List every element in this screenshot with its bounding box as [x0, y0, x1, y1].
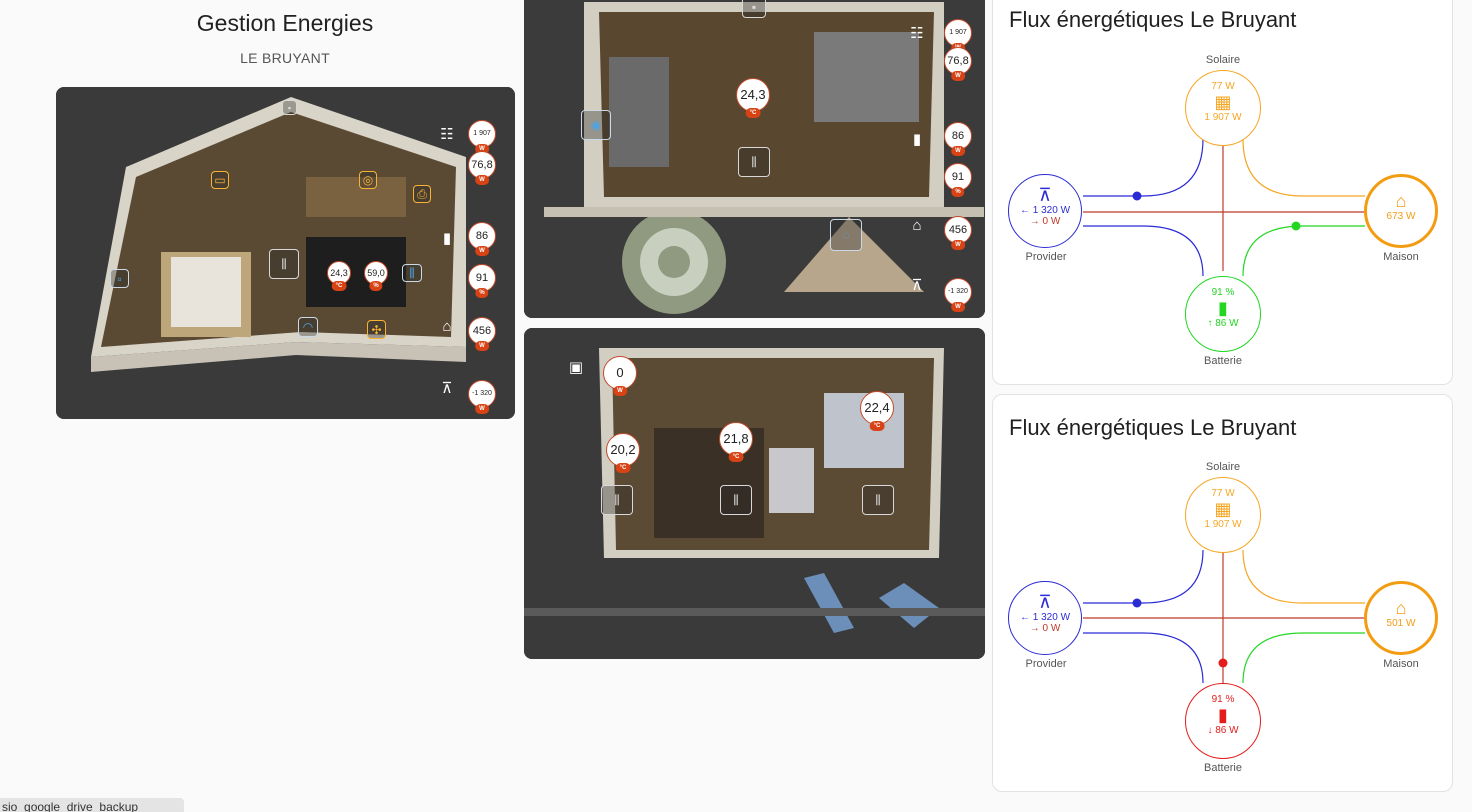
solar-panel-icon[interactable]: ☷: [440, 126, 454, 143]
floorplan-main-image: [56, 87, 515, 419]
badge-temp-left[interactable]: 20,2°C: [606, 433, 640, 473]
battery-charging-icon: ▮: [1218, 298, 1228, 318]
badge-temp[interactable]: 24,3°C: [736, 78, 770, 118]
wifi-icon[interactable]: ◠: [298, 317, 318, 337]
battery-label: Batterie: [1204, 355, 1242, 367]
camera-icon[interactable]: ◉: [581, 110, 611, 140]
power-meter-icon[interactable]: ▣: [568, 359, 584, 376]
solar-label: Solaire: [1205, 54, 1241, 66]
speaker-icon[interactable]: ▪: [742, 0, 766, 18]
battery-discharging-icon: ▮: [1218, 705, 1228, 725]
badge-humidity[interactable]: 59,0%: [364, 261, 388, 291]
washer-icon[interactable]: ◎: [359, 171, 377, 189]
tv-icon[interactable]: ▭: [211, 171, 229, 189]
grid-pylon-icon[interactable]: ⊼: [441, 380, 453, 397]
dashboard-header: Gestion Energies LE BRUYANT: [56, 0, 514, 66]
snackbar: sio_google_drive_backup: [0, 798, 184, 812]
battery-icon[interactable]: ▮: [912, 131, 922, 148]
card-title: Flux énergétiques Le Bruyant: [1009, 415, 1297, 440]
page-subtitle: LE BRUYANT: [240, 50, 330, 66]
badge-temp-right[interactable]: 22,4°C: [860, 391, 894, 431]
grid-label: Provider: [1025, 251, 1067, 263]
house-icon[interactable]: ⌂: [442, 317, 452, 335]
battery-icon[interactable]: ▮: [442, 230, 452, 247]
badge-battery-soc[interactable]: 91%: [468, 264, 496, 298]
grid-pylon-icon: ⊼: [1038, 592, 1052, 612]
flow-lines: [1083, 549, 1365, 684]
fan-icon[interactable]: ✣: [367, 320, 386, 339]
energy-flow-card-1: Flux énergétiques Le Bruyant Solaire 77 …: [992, 0, 1453, 385]
battery-node[interactable]: 91 % ▮ ↓ 86 W: [1185, 683, 1261, 759]
radiator-icon[interactable]: ⫼: [269, 249, 299, 279]
radiator-left-icon[interactable]: ⫼: [601, 485, 633, 515]
vacuum-icon[interactable]: ◌: [830, 219, 862, 251]
home-label: Maison: [1383, 658, 1419, 670]
home-icon: ⌂: [1395, 598, 1407, 618]
solar-label: Solaire: [1205, 461, 1241, 473]
badge-temp-center[interactable]: 21,8°C: [719, 422, 753, 462]
solar-panel-icon: ▦: [1214, 499, 1232, 519]
solar-node[interactable]: 77 W ▦ 1 907 W: [1185, 477, 1261, 553]
screen-icon[interactable]: ▫: [110, 269, 129, 288]
house-icon[interactable]: ⌂: [912, 216, 922, 234]
radiator-right-icon[interactable]: ⫼: [862, 485, 894, 515]
solar-panel-icon: ▦: [1214, 92, 1232, 112]
solar-panel-icon[interactable]: ☷: [910, 25, 924, 42]
card-title: Flux énergétiques Le Bruyant: [1009, 7, 1297, 32]
home-label: Maison: [1383, 251, 1419, 263]
badge-temp[interactable]: 24,3°C: [327, 261, 351, 291]
radiator-icon[interactable]: ⫼: [738, 147, 770, 177]
flow-lines: [1083, 138, 1365, 277]
grid-node[interactable]: ⊼ ← 1 320 W → 0 W: [1008, 581, 1082, 655]
page-title: Gestion Energies: [196, 10, 374, 36]
floorplan-upper-image: [524, 328, 985, 659]
energy-flow-card-2: Flux énergétiques Le Bruyant Solaire 77 …: [992, 394, 1453, 792]
home-node[interactable]: ⌂ 501 W: [1364, 581, 1438, 655]
battery-label: Batterie: [1204, 762, 1242, 774]
grid-pylon-icon: ⊼: [1038, 185, 1052, 205]
grid-node[interactable]: ⊼ ← 1 320 W → 0 W: [1008, 174, 1082, 248]
grid-pylon-icon[interactable]: ⊼: [911, 277, 923, 294]
radiator-small-icon[interactable]: ⫼: [402, 264, 422, 282]
solar-node[interactable]: 77 W ▦ 1 907 W: [1185, 70, 1261, 146]
home-icon: ⌂: [1395, 191, 1407, 211]
grid-label: Provider: [1025, 658, 1067, 670]
radiator-center-icon[interactable]: ⫼: [720, 485, 752, 515]
printer-icon[interactable]: ⎙: [413, 185, 431, 203]
battery-node[interactable]: 91 % ▮ ↑ 86 W: [1185, 276, 1261, 352]
badge-battery-soc[interactable]: 91%: [944, 163, 972, 197]
home-node[interactable]: ⌂ 673 W: [1364, 174, 1438, 248]
speaker-icon[interactable]: ▪: [282, 100, 297, 115]
